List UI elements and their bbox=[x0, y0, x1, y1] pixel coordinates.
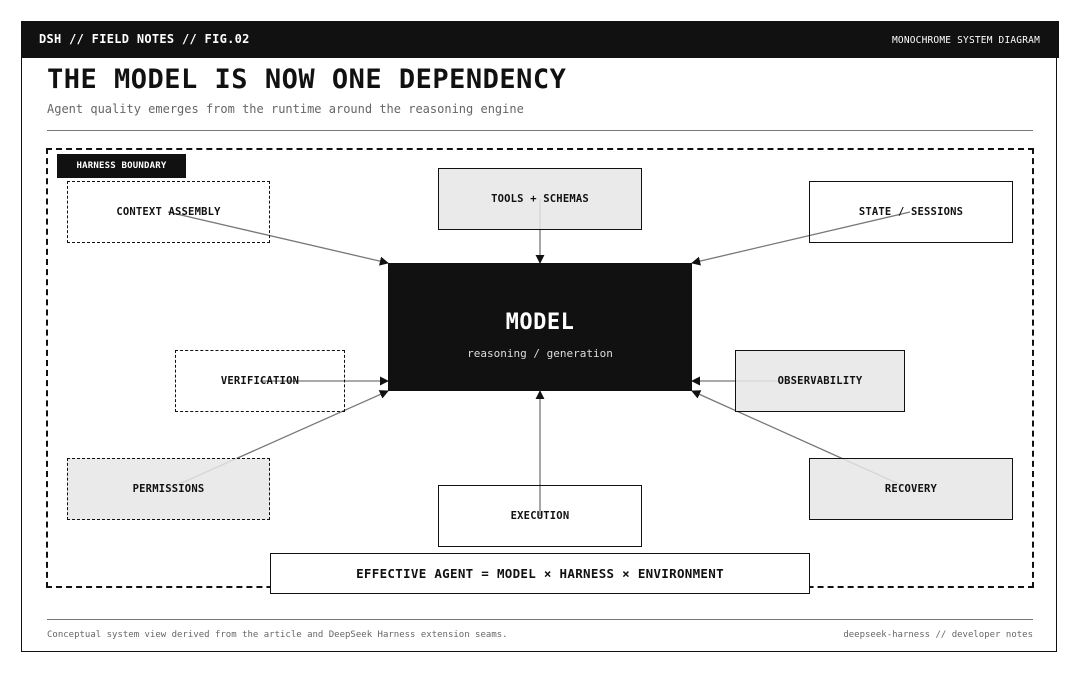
node-verification: VERIFICATION bbox=[175, 350, 345, 412]
node-execution: EXECUTION bbox=[438, 485, 642, 547]
node-state-sessions: STATE / SESSIONS bbox=[809, 181, 1013, 243]
node-execution-label: EXECUTION bbox=[510, 510, 570, 522]
node-permissions: PERMISSIONS bbox=[67, 458, 270, 520]
footer-divider bbox=[47, 619, 1033, 620]
node-context-assembly: CONTEXT ASSEMBLY bbox=[67, 181, 270, 243]
node-recovery-label: RECOVERY bbox=[884, 483, 938, 495]
title-divider bbox=[47, 130, 1033, 131]
formula-text: EFFECTIVE AGENT = MODEL × HARNESS × ENVI… bbox=[356, 566, 724, 581]
footer-note: Conceptual system view derived from the … bbox=[47, 630, 508, 640]
node-tools-schemas-label: TOOLS + SCHEMAS bbox=[491, 193, 589, 205]
header-right-label: MONOCHROME SYSTEM DIAGRAM bbox=[892, 35, 1040, 46]
footer-credit: deepseek-harness // developer notes bbox=[843, 630, 1033, 640]
node-state-sessions-label: STATE / SESSIONS bbox=[858, 206, 964, 218]
header-bar: DSH // FIELD NOTES // FIG.02 MONOCHROME … bbox=[21, 21, 1059, 58]
node-observability: OBSERVABILITY bbox=[735, 350, 905, 412]
header-left-label: DSH // FIELD NOTES // FIG.02 bbox=[39, 32, 250, 46]
formula-box: EFFECTIVE AGENT = MODEL × HARNESS × ENVI… bbox=[270, 553, 810, 594]
model-subtitle: reasoning / generation bbox=[467, 347, 613, 360]
node-context-assembly-label: CONTEXT ASSEMBLY bbox=[116, 206, 221, 218]
node-recovery: RECOVERY bbox=[809, 458, 1013, 520]
model-title: MODEL bbox=[505, 310, 575, 335]
node-observability-label: OBSERVABILITY bbox=[777, 375, 863, 387]
page-title: THE MODEL IS NOW ONE DEPENDENCY bbox=[47, 64, 567, 95]
node-verification-label: VERIFICATION bbox=[220, 375, 300, 387]
harness-boundary-label: HARNESS BOUNDARY bbox=[57, 154, 186, 178]
node-tools-schemas: TOOLS + SCHEMAS bbox=[438, 168, 642, 230]
page-subtitle: Agent quality emerges from the runtime a… bbox=[47, 102, 524, 116]
node-permissions-label: PERMISSIONS bbox=[132, 483, 205, 495]
model-core-box bbox=[388, 263, 692, 391]
